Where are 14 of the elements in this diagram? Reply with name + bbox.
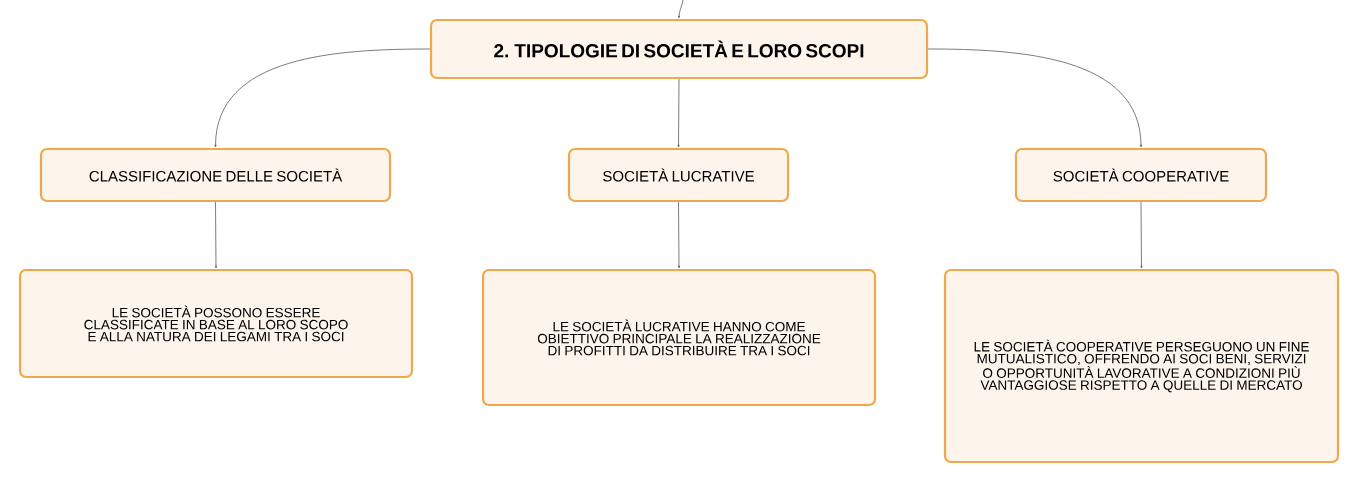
topic-box: SOCIETÀ LUCRATIVE <box>567 147 790 203</box>
arrow <box>927 48 1143 148</box>
arrow <box>677 201 681 269</box>
arrow <box>1140 201 1143 269</box>
arrow <box>677 78 680 148</box>
description-box: LE SOCIETÀ LUCRATIVE HANNO COME OBIETTIVO PRINCIPALE LA REALIZZAZIONE DI PROFITTI DA DISTRIBUIRE TRA I SOCI <box>481 268 877 407</box>
title-box: 2. TIPOLOGIE DI SOCIETÀ E LORO SCOPI <box>429 18 929 80</box>
arrow <box>214 201 218 269</box>
description-box: LE SOCIETÀ POSSONO ESSERE CLASSIFICATE IN BASE AL LORO SCOPO E ALLA NATURA DEI LEGAMI TRA I SOCI <box>18 268 414 379</box>
topic-box: SOCIETÀ COOPERATIVE <box>1014 147 1268 203</box>
arrow <box>677 0 684 19</box>
topic-box: CLASSIFICAZIONE DELLE SOCIETÀ <box>39 147 392 203</box>
arrow <box>214 48 431 148</box>
description-box: LE SOCIETÀ COOPERATIVE PERSEGUONO UN FINE MUTUALISTICO, OFFRENDO AI SOCI BENI, SERVIZI O OPPORTUNITÀ LAVORATIVE A CONDIZIONI PIÙ VANTAGGIOSE RISPETTO A QUELLE DI MERCATO <box>943 268 1340 464</box>
